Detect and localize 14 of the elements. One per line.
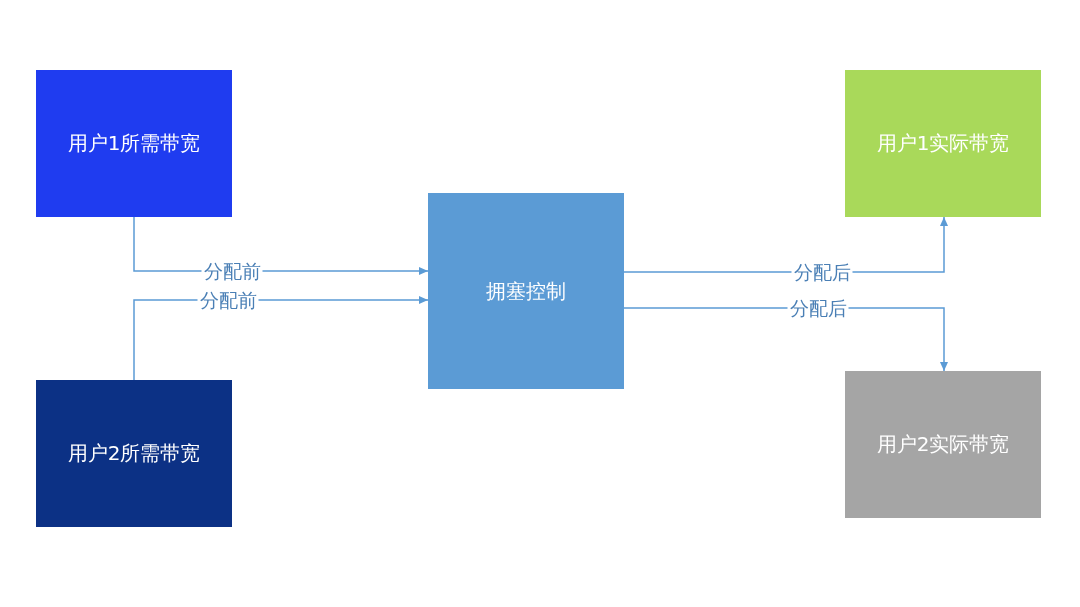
- process-box: [428, 193, 624, 389]
- node-label: 用户2所需带宽: [67, 440, 201, 467]
- process-box: [845, 371, 1041, 518]
- edge-label: 分配后: [791, 261, 853, 283]
- node-label: 用户2实际带宽: [876, 431, 1010, 458]
- edge-label: 分配前: [197, 289, 259, 311]
- node-label: 用户1实际带宽: [876, 130, 1010, 157]
- edge-label: 分配后: [787, 297, 849, 319]
- node-label: 用户1所需带宽: [67, 130, 201, 157]
- process-box: [36, 380, 232, 527]
- process-box: [845, 70, 1041, 217]
- process-box: [36, 70, 232, 217]
- edge-label: 分配前: [201, 260, 263, 282]
- node-label: 拥塞控制: [486, 277, 566, 305]
